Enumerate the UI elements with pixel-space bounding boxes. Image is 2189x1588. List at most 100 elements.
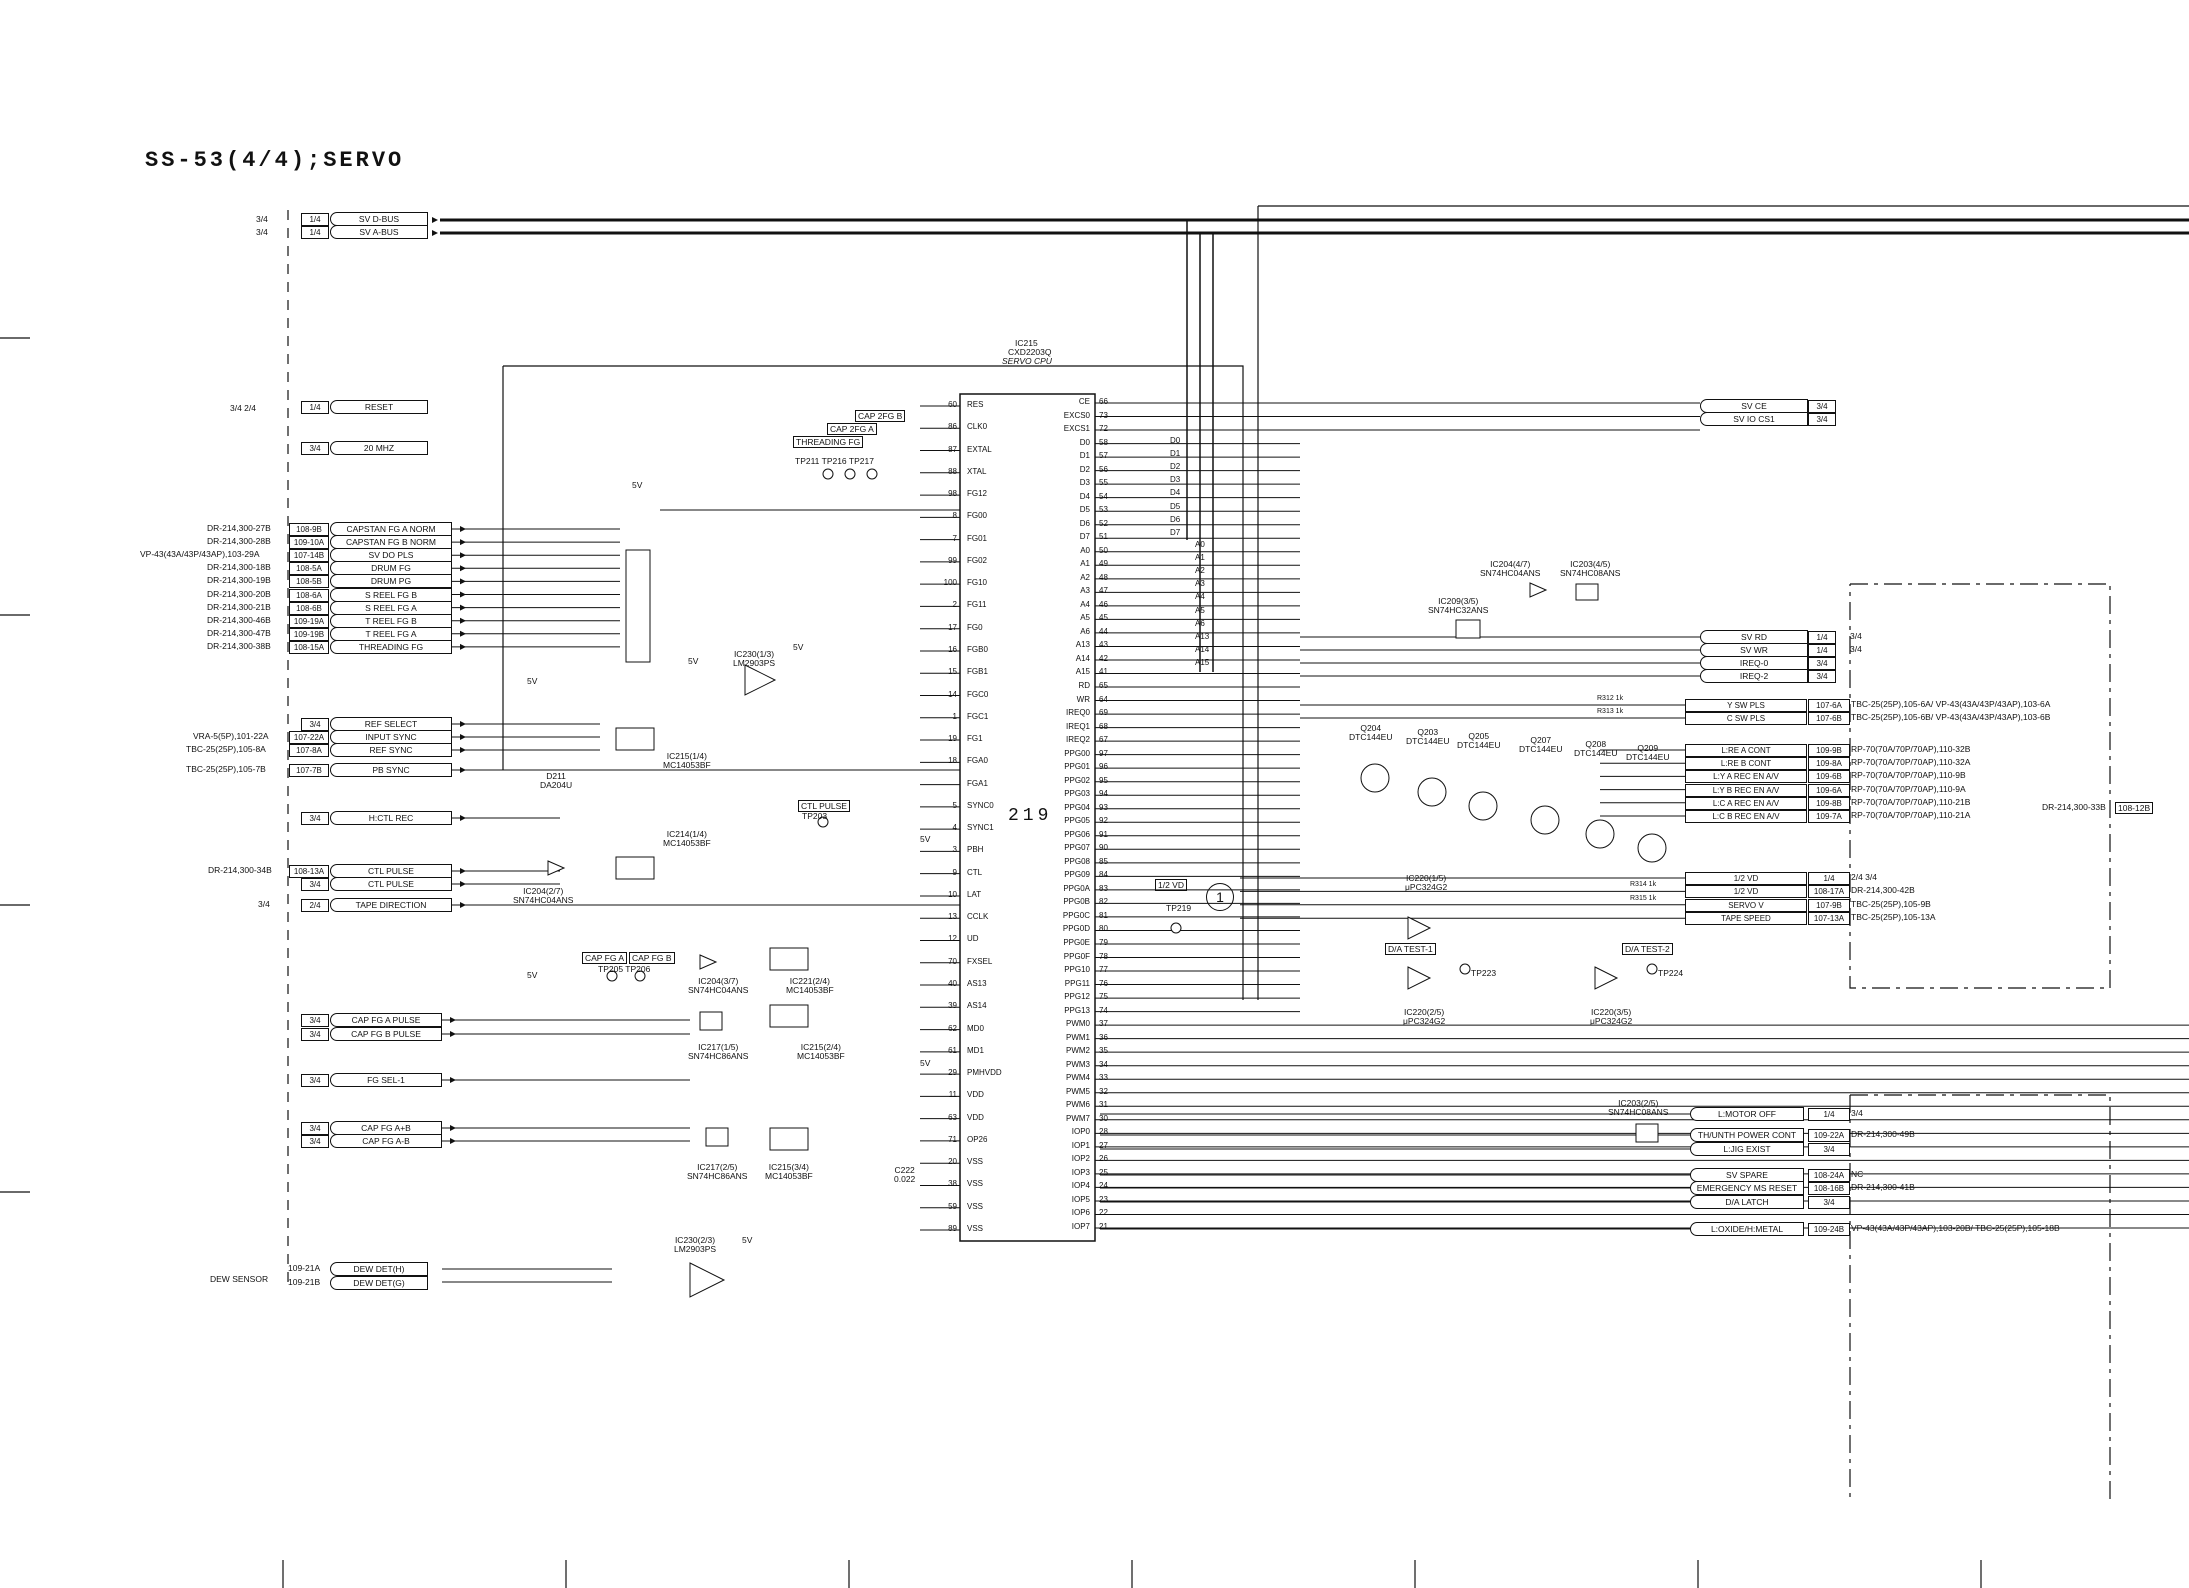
pls-pin: 107-6B	[1808, 712, 1850, 725]
sync-pin: 107-8A	[289, 744, 329, 757]
connector-pin: 108-6B	[289, 601, 329, 615]
cpu-right-pin-name: PWM1	[1066, 1032, 1090, 1042]
cpu-left-pin-name: AS13	[967, 979, 987, 989]
cpu-left-pin-number: 2	[952, 600, 957, 610]
cpu-desc: SERVO CPU	[1002, 356, 1052, 366]
dbus-label: D7	[1170, 527, 1181, 537]
cpu-right-pin-number: 85	[1099, 856, 1108, 866]
cpu-right-pin-name: PPG04	[1064, 802, 1090, 812]
cpu-left-pin-name: VDD	[967, 1090, 984, 1100]
dew-det-h-label: DEW DET(H)	[330, 1262, 428, 1276]
abus-label: A6	[1195, 618, 1205, 628]
connector-source: DR-214,300-28B	[207, 536, 271, 547]
vd-pin: 108-17A	[1808, 885, 1850, 899]
dbus-label: D4	[1170, 488, 1181, 498]
cpu-left-pin-number: 8	[952, 511, 957, 521]
inverter-ic204-3	[699, 954, 718, 970]
cpu-left-pin-number: 15	[948, 667, 957, 677]
tp219-label: TP219	[1166, 903, 1192, 913]
supply-5v: 5V	[527, 970, 538, 980]
bus-page-ref: 3/4	[256, 227, 268, 237]
cpu-right-pin-name: A0	[1080, 545, 1090, 555]
cpu-left-pin-name: SYNC1	[967, 823, 994, 833]
cpu-left-pin-name: FG0	[967, 622, 983, 632]
right-top-signal: SV CE	[1700, 399, 1808, 413]
sync-signal: PB SYNC	[330, 763, 452, 777]
vd-signal: SERVO V	[1685, 898, 1807, 912]
cpu-right-pin-name: PWM5	[1066, 1086, 1090, 1096]
cpu-right-pin-name: IREQ0	[1065, 708, 1090, 718]
reset-page-ref: 3/4 2/4	[230, 403, 256, 413]
cpu-left-pin-number: 17	[948, 622, 957, 632]
cpu-right-pin-number: 67	[1099, 735, 1108, 745]
bottom-dest: VP-43(43A/43P/43AP),103-20B/ TBC-25(25P)…	[1851, 1223, 2060, 1233]
cpu-left-pin-number: 1	[952, 711, 957, 721]
cpu-right-pin-name: PPG00	[1064, 748, 1090, 758]
ic230-1-label: IC230(1/3) LM2903PS	[733, 649, 776, 668]
cap-fg-a-tag: CAP FG A	[582, 952, 628, 964]
bus-ref: 1/4	[301, 226, 329, 239]
sync-signal: REF SELECT	[330, 717, 452, 731]
cpu-right-pin-number: 54	[1099, 491, 1108, 501]
right-mid-signal: IREQ-0	[1700, 656, 1808, 670]
cpu-right-pin-name: IOP6	[1071, 1208, 1090, 1218]
bottom-dest: DR-214,300-49B	[1851, 1129, 1915, 1139]
cpu-left-pin-name: CLK0	[967, 422, 988, 432]
cpu-left-pin-name: MD1	[967, 1045, 984, 1055]
cpu-right-pin-name: PPG0C	[1062, 910, 1090, 920]
ic204-3-label: IC204(3/7) SN74HC04ANS	[688, 976, 749, 995]
connector-source: DR-214,300-27B	[207, 523, 271, 533]
sync-signal: REF SYNC	[330, 743, 452, 757]
test-point-tp223	[1459, 963, 1471, 975]
cpu-right-pin-name: PPG0F	[1063, 951, 1090, 961]
cpu-left-pin-number: 11	[948, 1090, 957, 1100]
cpu-right-pin-name: D0	[1079, 437, 1090, 447]
cpu-right-pin-name: IOP1	[1071, 1140, 1090, 1150]
cpu-right-pin-number: 84	[1099, 870, 1108, 880]
bottom-pin: 109-24B	[1808, 1223, 1850, 1236]
dew-det-g-label: DEW DET(G)	[330, 1276, 428, 1290]
cpu-right-pin-name: A4	[1080, 599, 1090, 609]
cpu-left-pin-number: 20	[948, 1157, 957, 1167]
bottom-pin: 109-22A	[1808, 1129, 1850, 1142]
cpu-left-pin-name: SYNC0	[967, 800, 994, 810]
dbus-label: D2	[1170, 462, 1181, 472]
connector-signal: S REEL FG B	[330, 587, 452, 602]
bottom-signal: L:MOTOR OFF	[1690, 1107, 1804, 1121]
cpu-right-pin-name: WR	[1076, 694, 1090, 704]
dew-pin: 109-21B	[288, 1277, 321, 1287]
right-mid-dest: 3/4	[1850, 644, 1862, 654]
switch-ic215-1	[615, 727, 655, 751]
cpu-right-pin-number: 72	[1099, 424, 1108, 434]
ic221-label: IC221(2/4) MC14053BF	[786, 976, 834, 995]
da-test-2-tag: D/A TEST-2	[1622, 943, 1673, 955]
cpu-left-pin-name: UD	[967, 934, 979, 944]
gate-ic217-2	[705, 1127, 729, 1147]
cpu-right-pin-number: 22	[1099, 1208, 1108, 1218]
vd-pin: 107-9B	[1808, 898, 1850, 912]
cpu-right-pin-number: 64	[1099, 694, 1108, 704]
cpu-right-pin-name: PWM2	[1066, 1046, 1090, 1056]
gate-ic217-1	[699, 1011, 723, 1031]
capfg-pin: 3/4	[301, 1014, 329, 1027]
cpu-right-pin-name: EXCS1	[1063, 424, 1090, 434]
connector-signal: THREADING FG	[330, 639, 452, 654]
cpu-left-pin-name: FGC1	[967, 711, 989, 721]
cpu-right-pin-name: PPG06	[1064, 829, 1090, 839]
page-title: SS-53(4/4);SERVO	[145, 148, 405, 173]
vd-resistor: R314 1k	[1630, 881, 1657, 889]
bottom-pin: 1/4	[1808, 1108, 1850, 1121]
vd-dest: DR-214,300-42B	[1851, 885, 1915, 896]
test-point-tp217	[866, 468, 878, 480]
pls-dest: TBC-25(25P),105-6A/ VP-43(43A/43P/43AP),…	[1851, 699, 2051, 709]
cpu-left-pin-number: 87	[948, 444, 957, 454]
cpu-left-pin-number: 29	[948, 1068, 957, 1078]
cpu-right-pin-name: PPG03	[1064, 789, 1090, 799]
test-point-tp219	[1170, 922, 1182, 934]
sync-source: 3/4	[258, 899, 270, 909]
cpu-number: 219	[1008, 806, 1053, 826]
sync-signal: CTL PULSE	[330, 877, 452, 891]
cpu-right-pin-number: 75	[1099, 992, 1108, 1002]
cpu-left-pin-number: 16	[948, 644, 957, 654]
cpu-right-pin-name: A6	[1080, 626, 1090, 636]
